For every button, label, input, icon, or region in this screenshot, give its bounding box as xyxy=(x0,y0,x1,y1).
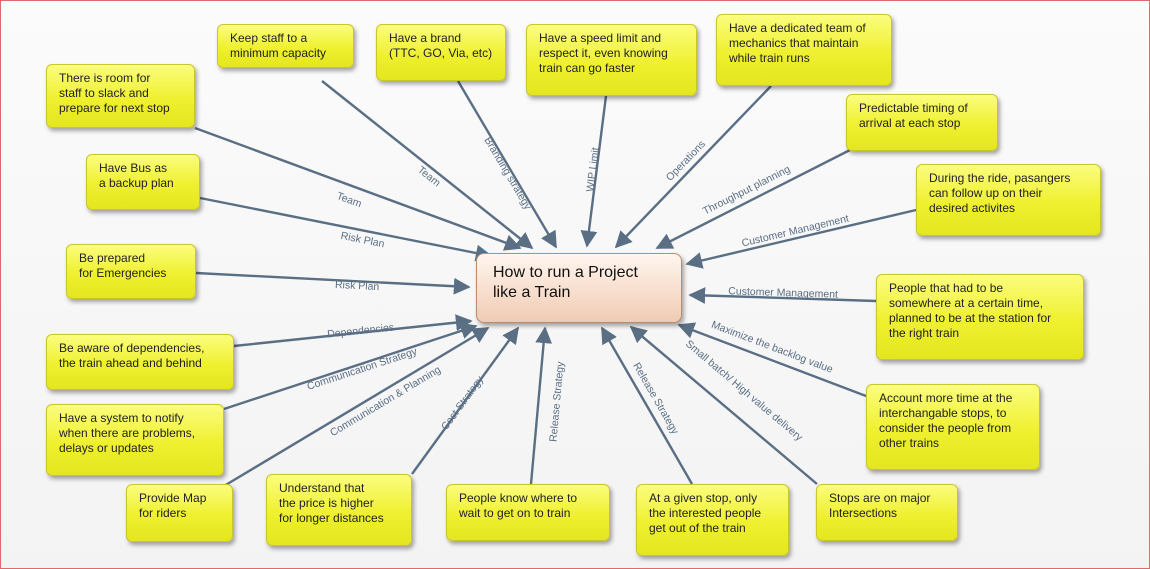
edge-arrow xyxy=(685,208,917,269)
edge-arrow xyxy=(600,326,694,485)
idea-aware-dependencies[interactable]: Be aware of dependencies, the train ahea… xyxy=(46,334,234,390)
idea-major-intersections[interactable]: Stops are on major Intersections xyxy=(816,484,958,541)
idea-interchangeable-stops[interactable]: Account more time at the interchangable … xyxy=(866,384,1040,470)
edge-label: Team xyxy=(335,190,363,210)
edge-arrow xyxy=(688,287,877,304)
edge-arrow xyxy=(456,80,558,249)
edge-label: Release Strategy xyxy=(630,361,681,437)
edge-label: Release Strategy xyxy=(547,360,566,442)
idea-keep-staff-minimum[interactable]: Keep staff to a minimum capacity xyxy=(217,24,354,68)
central-topic[interactable]: How to run a Project like a Train xyxy=(476,253,682,323)
edge-label: Throughput planning xyxy=(701,163,792,217)
edge-arrow xyxy=(614,85,772,249)
edge-label: Team xyxy=(415,164,443,190)
idea-predictable-timing[interactable]: Predictable timing of arrival at each st… xyxy=(846,94,998,151)
idea-notify-system[interactable]: Have a system to notify when there are p… xyxy=(46,404,224,476)
edge-label: Branding strategy xyxy=(481,135,534,213)
idea-bus-backup[interactable]: Have Bus as a backup plan xyxy=(86,154,200,210)
edge-arrow xyxy=(677,322,867,398)
idea-provide-map[interactable]: Provide Map for riders xyxy=(126,484,233,542)
idea-price-distance[interactable]: Understand that the price is higher for … xyxy=(266,474,412,546)
edge-label: Customer Management xyxy=(728,285,838,300)
edge-label: WIP Limit xyxy=(584,147,602,193)
edge-arrow xyxy=(223,322,478,411)
edge-arrow xyxy=(655,148,851,250)
edge-label: Risk Plan xyxy=(335,279,380,293)
idea-know-where-to-wait[interactable]: People know where to wait to get on to t… xyxy=(446,484,610,541)
edge-arrow xyxy=(411,326,519,475)
edge-arrow xyxy=(194,126,522,251)
edge-arrow xyxy=(321,80,534,250)
idea-room-for-slack[interactable]: There is room for staff to slack and pre… xyxy=(46,64,195,128)
idea-dedicated-mechanics[interactable]: Have a dedicated team of mechanics that … xyxy=(716,14,892,86)
idea-speed-limit[interactable]: Have a speed limit and respect it, even … xyxy=(526,24,697,96)
edge-arrow xyxy=(199,196,493,262)
edge-arrow xyxy=(223,326,490,488)
edge-label: Dependencies xyxy=(327,322,395,341)
edge-arrow xyxy=(233,314,473,348)
edge-label: Cost Strategy xyxy=(439,373,487,432)
edge-label: Operations xyxy=(664,138,708,183)
idea-passenger-activities[interactable]: During the ride, pasangers can follow up… xyxy=(916,164,1101,236)
edge-label: Maximize the backlog value xyxy=(710,319,835,376)
idea-planned-arrival[interactable]: People that had to be somewhere at a cer… xyxy=(876,274,1084,360)
edge-label: Customer Management xyxy=(741,213,851,250)
idea-have-a-brand[interactable]: Have a brand (TTC, GO, Via, etc) xyxy=(376,24,506,81)
edge-arrow xyxy=(580,95,608,248)
idea-prepared-emergencies[interactable]: Be prepared for Emergencies xyxy=(66,244,196,299)
edge-arrow xyxy=(195,271,471,295)
edge-arrow xyxy=(529,326,553,485)
idea-interested-people-exit[interactable]: At a given stop, only the interested peo… xyxy=(636,484,789,556)
edge-arrow xyxy=(629,325,818,485)
